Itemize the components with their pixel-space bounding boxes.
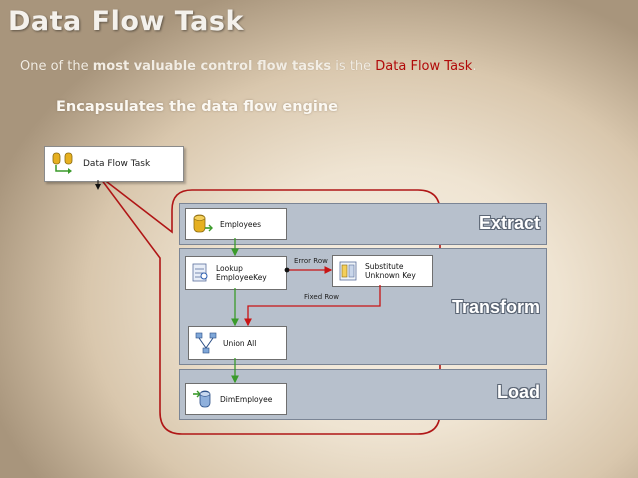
slide-title: Data Flow Task: [8, 6, 244, 37]
derived-column-icon: [339, 261, 357, 281]
union-all-label: Union All: [223, 339, 257, 348]
extract-label: Extract: [478, 213, 540, 233]
load-label: Load: [497, 382, 540, 402]
substitute-label-line1: Substitute: [365, 262, 404, 271]
subtitle-emphasis: most valuable control flow tasks: [92, 59, 332, 74]
union-all-node[interactable]: Union All: [188, 326, 287, 360]
error-row-label: Error Row: [294, 257, 328, 265]
lookup-label-line2: EmployeeKey: [216, 273, 267, 282]
slide-subtitle: One of the most valuable control flow ta…: [20, 59, 476, 74]
subtitle-text-end: .: [472, 59, 477, 74]
substitute-label-line2: Unknown Key: [365, 271, 416, 280]
employees-label: Employees: [220, 220, 262, 229]
subtitle-highlight: Data Flow Task: [375, 59, 473, 74]
lookup-icon: [192, 263, 208, 282]
union-all-icon: [195, 332, 217, 354]
data-flow-task-box[interactable]: Data Flow Task: [44, 146, 184, 182]
fixed-row-label: Fixed Row: [304, 293, 339, 301]
substitute-node[interactable]: Substitute Unknown Key: [332, 255, 433, 287]
database-source-icon: [193, 214, 213, 233]
lookup-node[interactable]: Lookup EmployeeKey: [185, 256, 287, 290]
data-flow-task-icon: [52, 152, 73, 174]
transform-label: Transform: [451, 297, 540, 317]
bullet-point: Encapsulates the data flow engine: [56, 99, 339, 115]
path-substitute-to-union-fixed: [244, 285, 381, 327]
dim-employee-destination-node[interactable]: DimEmployee: [185, 383, 287, 415]
callout-bubble: [97, 174, 441, 435]
employees-source-node[interactable]: Employees: [185, 208, 287, 240]
database-destination-icon: [193, 390, 211, 408]
lookup-label-line1: Lookup: [216, 264, 243, 273]
subtitle-text-mid: is the: [331, 59, 376, 74]
subtitle-text-start: One of the: [20, 59, 93, 74]
dim-employee-label: DimEmployee: [220, 395, 273, 404]
data-flow-task-label: Data Flow Task: [83, 159, 151, 169]
